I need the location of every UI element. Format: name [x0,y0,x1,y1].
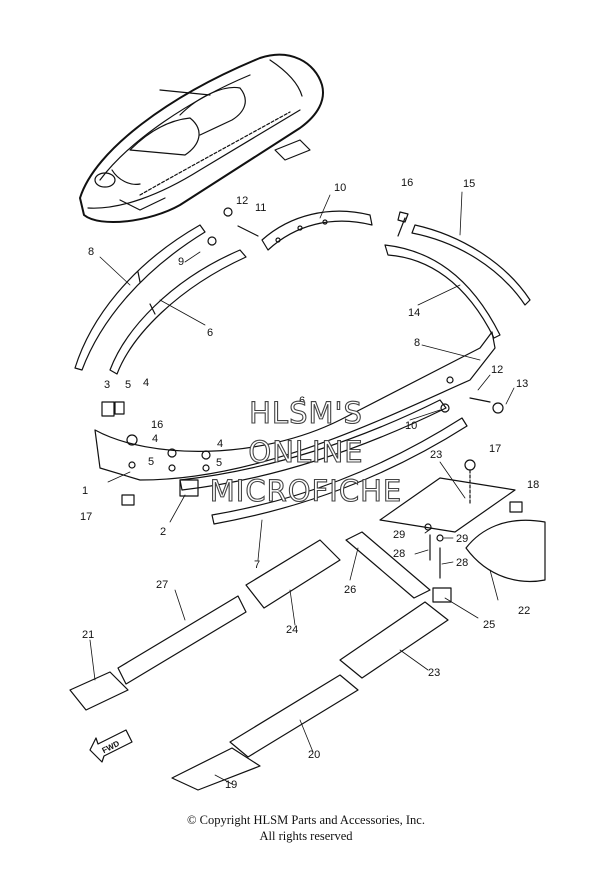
watermark-line-1: HLSM'S [249,396,363,430]
callout-3: 3 [104,379,110,391]
callout-21: 21 [82,629,94,641]
watermark-line-3: MICROFICHE [210,474,402,508]
parts-diagram: 8 9 12 11 10 16 15 6 14 8 3 5 4 6 12 13 … [69,53,546,791]
callout-23: 27 [156,579,168,591]
callout-8-upper: 9 [178,256,184,268]
callout-8-lower: 10 [405,420,417,432]
callout-9: 8 [414,337,420,349]
callout-7-upper: 8 [88,246,94,258]
lower-bumper [94,331,496,525]
callout-12-upper: 12 [236,195,248,207]
callout-10: 10 [334,182,346,194]
callout-28-left: 28 [393,548,405,560]
upper-guard-center [261,210,531,339]
watermark-line-2: ONLINE [248,435,363,469]
callout-24: 23 [428,667,440,679]
callout-27: 26 [344,584,356,596]
callout-4-mid: 4 [152,433,158,445]
callout-11-lower: 12 [491,364,503,376]
callout-29-left: 29 [393,529,405,541]
callout-5-top: 5 [125,379,131,391]
callout-14: 15 [463,178,475,190]
callout-5-right: 5 [216,457,222,469]
callout-20: 19 [225,779,237,791]
callout-22: 20 [308,749,320,761]
leader-lines [89,191,515,785]
callout-28-right: 28 [456,557,468,569]
callout-19: 23 [430,449,442,461]
callout-29-right: 29 [456,533,468,545]
upper-guard-left [74,224,247,375]
callout-16-right: 17 [489,443,501,455]
callout-4-right: 4 [217,438,223,450]
mats [69,477,546,791]
callout-16-left: 16 [151,419,163,431]
watermark: HLSM'S ONLINE MICROFICHE [209,395,402,508]
callout-25: 24 [286,624,298,636]
callouts: 8 9 12 11 10 16 15 6 14 8 3 5 4 6 12 13 … [80,177,539,791]
callout-18: 22 [518,605,530,617]
copyright-notice: © Copyright HLSM Parts and Accessories, … [0,812,612,844]
callout-12-lower: 13 [516,378,528,390]
callout-7-lower: 7 [254,559,260,571]
copyright-line-2: All rights reserved [259,829,353,843]
callout-6-lower: 6 [299,395,305,407]
copyright-line-1: © Copyright HLSM Parts and Accessories, … [187,813,425,827]
callout-6-upper: 6 [207,327,213,339]
fasteners [101,207,523,579]
callout-26: 25 [483,619,495,631]
callout-13: 14 [408,307,420,319]
callout-5-mid: 5 [148,456,154,468]
callout-17-right: 18 [527,479,539,491]
callout-4-top: 4 [143,377,149,389]
callout-17-left: 17 [80,511,92,523]
callout-2: 2 [160,526,166,538]
callout-15: 16 [401,177,413,189]
callout-11-upper: 11 [255,202,266,214]
fwd-arrow-icon [89,729,133,763]
callout-1: 1 [82,485,88,497]
watercraft-illustration [79,53,324,224]
